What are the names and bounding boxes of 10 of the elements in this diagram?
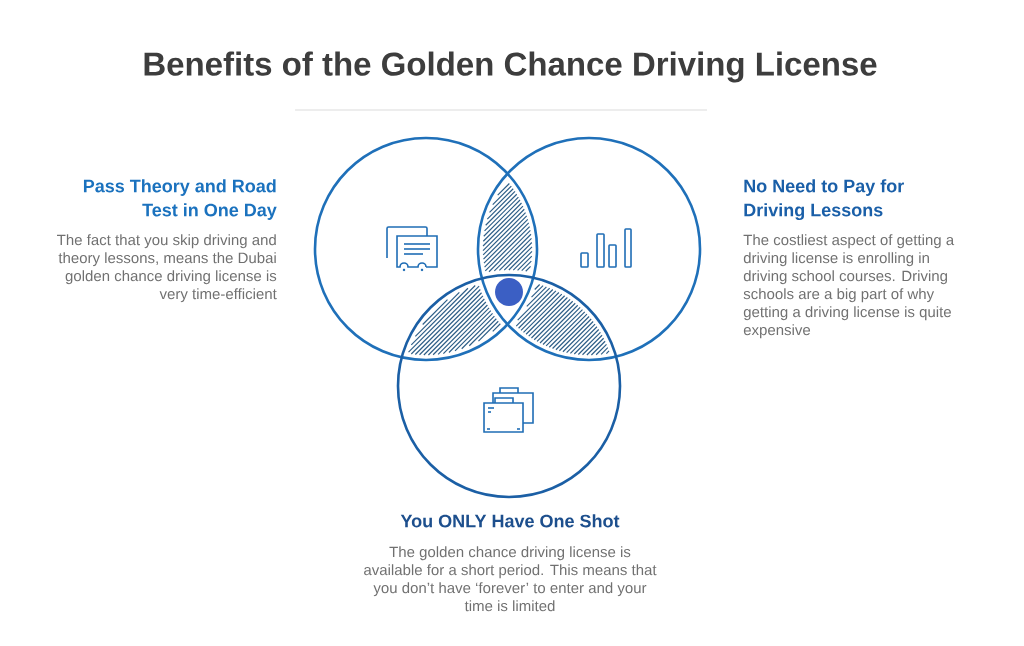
description: The golden chance driving license is available for a short period. This means that you don’t have ‘forever’ to enter and your time is limited: [364, 546, 657, 612]
description: The fact that you skip driving and theory lessons, means the Dubai golden chance driving license is very time-efficient: [57, 234, 277, 303]
heading: You ONLY Have One Shot: [400, 514, 620, 528]
heading: Pass Theory and Road Test in One Day: [83, 179, 277, 220]
venn-circle: [313, 136, 539, 362]
venn-circle: [396, 273, 622, 499]
title: Benefits of the Golden Chance Driving License: [144, 51, 877, 83]
heading: No Need to Pay for Driving Lessons: [744, 179, 904, 221]
venn-circle: [476, 136, 702, 362]
description: The costliest aspect of getting a driving license is enrolling in driving school courses. Driving schools are a big part of why getting a driving license is quite expensive: [743, 234, 955, 339]
